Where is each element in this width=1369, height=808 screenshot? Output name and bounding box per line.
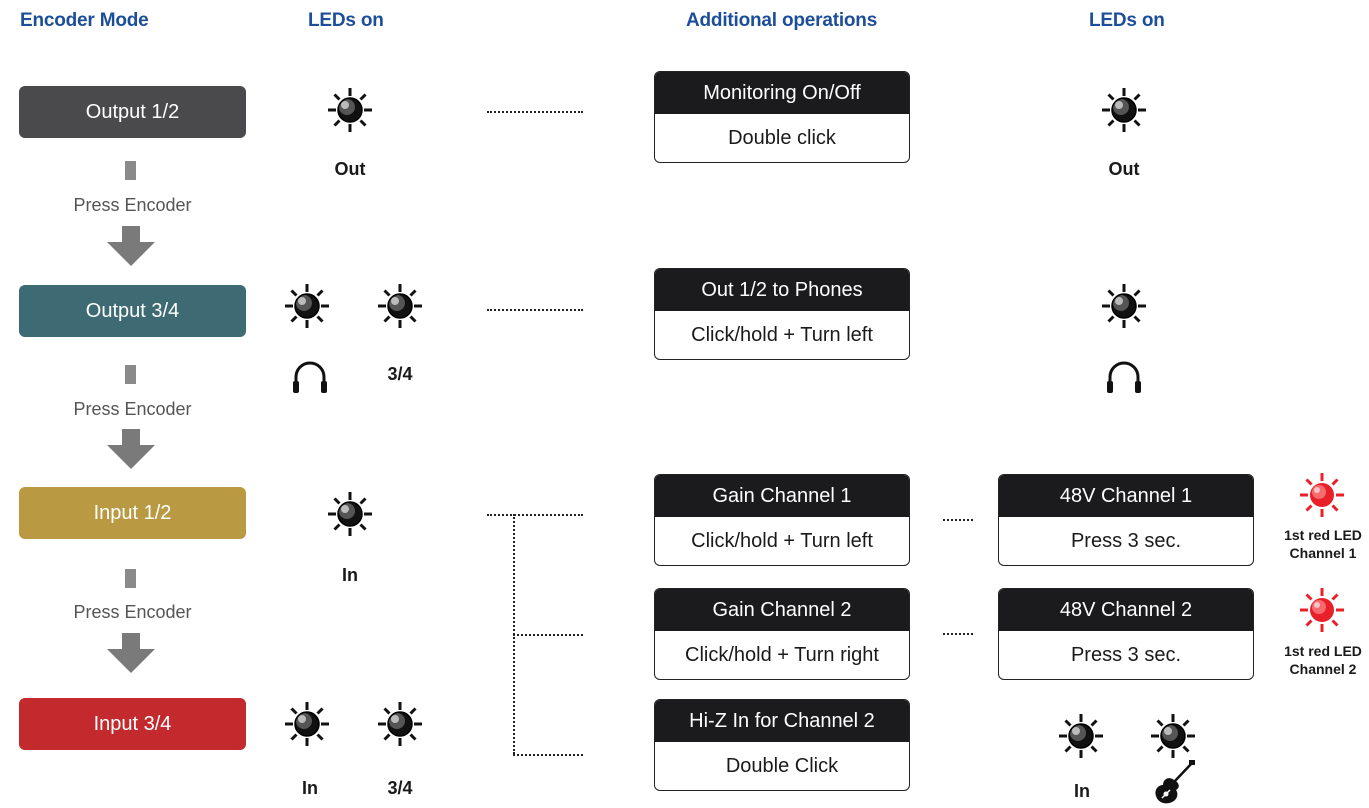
red-led-label: 1st red LED Channel 1 [1278, 526, 1368, 562]
operation-title: Gain Channel 1 [655, 475, 909, 517]
led-label-in: In [302, 778, 318, 798]
header-additional-operations: Additional operations [686, 10, 878, 31]
arrow-down-icon [107, 429, 155, 469]
led-label-in: In [342, 565, 358, 585]
press-encoder-label: Press Encoder [73, 195, 192, 215]
press-block [125, 161, 136, 180]
led-label-3-4: 3/4 [387, 778, 413, 798]
connector-line [513, 754, 583, 756]
operation-48v-channel-2: 48V Channel 2 Press 3 sec. [998, 588, 1254, 680]
red-led-label-line2: Channel 1 [1289, 545, 1357, 561]
operation-action: Click/hold + Turn right [685, 643, 879, 666]
operation-title: 48V Channel 2 [999, 589, 1253, 631]
led-knob-icon [376, 282, 424, 330]
operation-title: 48V Channel 1 [999, 475, 1253, 517]
mode-output-3-4: Output 3/4 [19, 285, 246, 337]
arrow-down-icon [107, 633, 155, 673]
operation-title: Monitoring On/Off [655, 72, 909, 114]
operation-gain-channel-2: Gain Channel 2 Click/hold + Turn right [654, 588, 910, 680]
red-led-icon [1298, 471, 1346, 519]
mode-output-1-2: Output 1/2 [19, 86, 246, 138]
led-knob-icon [1100, 282, 1148, 330]
header-leds-on-left: LEDs on [308, 10, 384, 31]
red-led-icon [1298, 586, 1346, 634]
guitar-icon [1155, 760, 1195, 804]
operation-action: Double click [728, 126, 836, 149]
press-block [125, 569, 136, 588]
connector-line [487, 111, 583, 113]
led-knob-icon [1057, 712, 1105, 760]
led-knob-icon [1100, 86, 1148, 134]
connector-line [943, 633, 973, 635]
operation-title: Out 1/2 to Phones [655, 269, 909, 311]
operation-action: Press 3 sec. [1070, 643, 1182, 666]
led-knob-icon [376, 700, 424, 748]
red-led-label-line1: 1st red LED [1284, 527, 1362, 543]
header-encoder-mode: Encoder Mode [20, 10, 149, 31]
led-label-3-4: 3/4 [387, 364, 413, 384]
connector-line [487, 309, 583, 311]
press-block [125, 365, 136, 384]
headphones-icon [290, 357, 330, 397]
connector-line [943, 519, 973, 521]
operation-action: Click/hold + Turn left [691, 323, 873, 346]
red-led-label-line1: 1st red LED [1284, 643, 1362, 659]
operation-action: Double Click [725, 754, 839, 777]
arrow-down-icon [107, 226, 155, 266]
led-knob-icon [326, 490, 374, 538]
headphones-icon [1104, 357, 1144, 397]
mode-input-1-2: Input 1/2 [19, 487, 246, 539]
operation-hi-z: Hi-Z In for Channel 2 Double Click [654, 699, 910, 791]
operation-48v-channel-1: 48V Channel 1 Press 3 sec. [998, 474, 1254, 566]
led-knob-icon [283, 282, 331, 330]
led-label-out: Out [334, 159, 366, 179]
red-led-label: 1st red LED Channel 2 [1278, 642, 1368, 678]
led-knob-icon [283, 700, 331, 748]
led-label-in: In [1074, 781, 1090, 801]
red-led-label-line2: Channel 2 [1289, 661, 1357, 677]
press-encoder-label: Press Encoder [73, 399, 192, 419]
led-knob-icon [326, 86, 374, 134]
operation-gain-channel-1: Gain Channel 1 Click/hold + Turn left [654, 474, 910, 566]
connector-line [487, 514, 583, 516]
operation-action: Press 3 sec. [1070, 529, 1182, 552]
operation-title: Hi-Z In for Channel 2 [655, 700, 909, 742]
mode-input-3-4: Input 3/4 [19, 698, 246, 750]
led-label-out: Out [1108, 159, 1140, 179]
connector-line [513, 634, 583, 636]
operation-title: Gain Channel 2 [655, 589, 909, 631]
operation-monitoring: Monitoring On/Off Double click [654, 71, 910, 163]
header-leds-on-right: LEDs on [1089, 10, 1165, 31]
operation-out-to-phones: Out 1/2 to Phones Click/hold + Turn left [654, 268, 910, 360]
operation-action: Click/hold + Turn left [691, 529, 873, 552]
led-knob-icon [1149, 712, 1197, 760]
press-encoder-label: Press Encoder [73, 602, 192, 622]
